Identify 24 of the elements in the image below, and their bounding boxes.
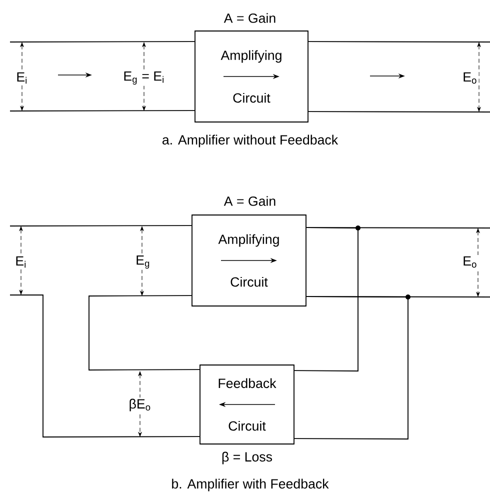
voltage-label: E$_{i}$ [14,255,28,269]
wire [294,296,408,440]
circuit-box: Feedback Circuit [200,364,294,444]
wire [10,110,195,112]
wire [10,294,200,438]
figure-caption: b. Amplifier with Feedback [172,478,329,492]
wire [308,111,490,112]
voltage-label: E$_{o}$ [461,71,479,85]
wire [88,295,200,370]
voltage-label: E$_{o}$ [461,255,479,269]
circuit-box: Amplifying Circuit [194,30,308,122]
parameter-label: A = Gain [224,13,276,23]
figure-caption: a. Amplifier without Feedback [162,134,338,148]
voltage-label: βE$_{o}$ [127,397,153,413]
voltage-label: E$_{i}$ [14,71,30,85]
voltage-label: E$_{g}$ [134,254,152,270]
wire [10,225,192,226]
voltage-label: E$_{g}$ = E$_{i}$ [122,70,166,86]
wire [10,41,195,42]
wire [308,41,490,42]
parameter-label: A = Gain [224,196,276,206]
circuit-box: Amplifying Circuit [192,214,306,306]
parameter-label: β = Loss [222,452,272,464]
wire [294,227,358,372]
